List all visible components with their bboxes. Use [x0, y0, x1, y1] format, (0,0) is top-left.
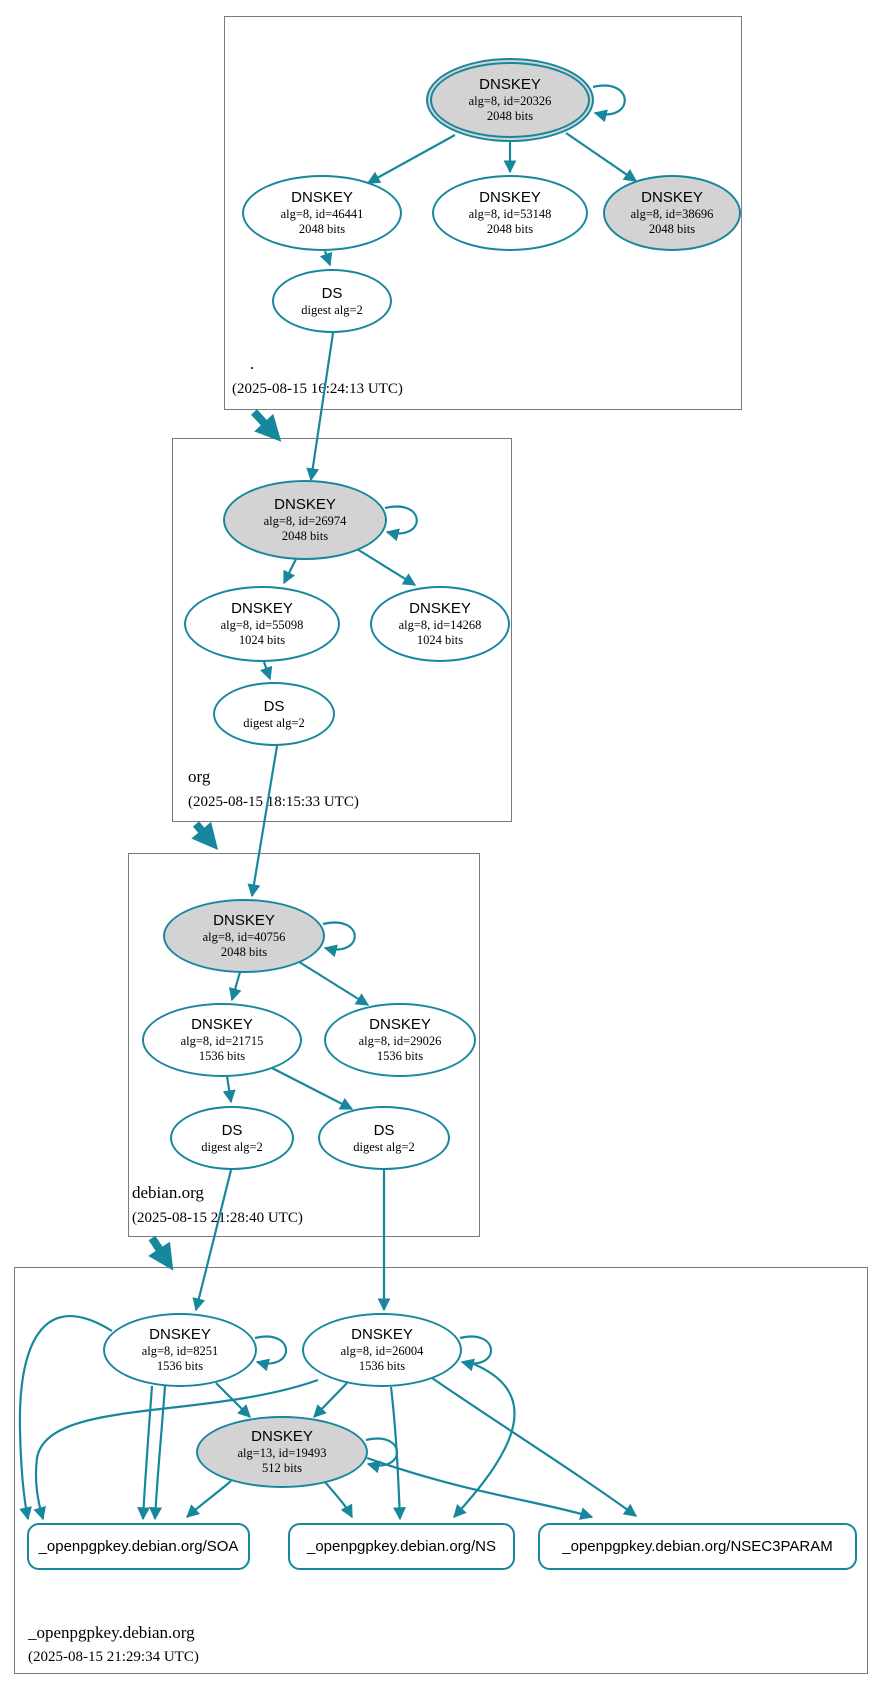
node-title: DS — [373, 1121, 395, 1139]
node-detail: alg=8, id=26974 — [263, 514, 347, 528]
node-title: DS — [321, 284, 343, 302]
zone-label-root: . — [250, 354, 255, 373]
zone-box-org — [172, 438, 512, 822]
node-title: DNSKEY — [291, 189, 353, 206]
dnskey-8251-node[interactable]: DNSKEY alg=8, id=8251 1536 bits — [103, 1313, 257, 1387]
node-detail: alg=8, id=38696 — [630, 207, 714, 221]
rrset-label: _openpgpkey.debian.org/NS — [306, 1537, 497, 1555]
node-detail: 1024 bits — [416, 633, 464, 647]
zone-timestamp-debian-org: (2025-08-15 21:28:40 UTC) — [132, 1210, 303, 1226]
node-detail: alg=8, id=26004 — [340, 1344, 424, 1358]
node-detail: alg=8, id=55098 — [220, 618, 304, 632]
zone-label-debian-org: debian.org — [132, 1183, 204, 1202]
node-detail: 1536 bits — [198, 1049, 246, 1063]
zone-label-openpgpkey: _openpgpkey.debian.org — [28, 1623, 195, 1642]
node-detail: digest alg=2 — [301, 302, 363, 317]
ds-root-node[interactable]: DS digest alg=2 — [272, 269, 392, 333]
node-title: DNSKEY — [351, 1326, 413, 1343]
rrset-soa-node[interactable]: _openpgpkey.debian.org/SOA — [27, 1523, 250, 1570]
node-title: DS — [221, 1121, 243, 1139]
node-title: DNSKEY — [274, 496, 336, 513]
dnskey-53148-node[interactable]: DNSKEY alg=8, id=53148 2048 bits — [432, 175, 588, 251]
node-title: DNSKEY — [149, 1326, 211, 1343]
node-title: DNSKEY — [191, 1016, 253, 1033]
node-detail: 2048 bits — [281, 529, 329, 543]
dnskey-38696-node[interactable]: DNSKEY alg=8, id=38696 2048 bits — [603, 175, 741, 251]
zone-label-org: org — [188, 767, 211, 786]
dnskey-21715-node[interactable]: DNSKEY alg=8, id=21715 1536 bits — [142, 1003, 302, 1077]
dnskey-46441-node[interactable]: DNSKEY alg=8, id=46441 2048 bits — [242, 175, 402, 251]
node-title: DS — [263, 697, 285, 715]
node-detail: alg=8, id=21715 — [180, 1034, 264, 1048]
rrset-nsec3param-node[interactable]: _openpgpkey.debian.org/NSEC3PARAM — [538, 1523, 857, 1570]
node-title: DNSKEY — [251, 1428, 313, 1445]
zone-timestamp-openpgpkey: (2025-08-15 21:29:34 UTC) — [28, 1649, 199, 1665]
zone-timestamp-org: (2025-08-15 18:15:33 UTC) — [188, 794, 359, 810]
dnskey-20326-node[interactable]: DNSKEY alg=8, id=20326 2048 bits — [426, 58, 594, 142]
node-detail: alg=8, id=14268 — [398, 618, 482, 632]
node-detail: alg=8, id=46441 — [280, 207, 364, 221]
node-detail: alg=8, id=20326 — [468, 94, 552, 108]
node-detail: 512 bits — [262, 1461, 302, 1475]
dnskey-26974-node[interactable]: DNSKEY alg=8, id=26974 2048 bits — [223, 480, 387, 560]
node-detail: alg=8, id=29026 — [358, 1034, 442, 1048]
node-title: DNSKEY — [479, 189, 541, 206]
node-detail: digest alg=2 — [353, 1139, 415, 1154]
zone-box-openpgpkey — [14, 1267, 868, 1674]
dnskey-26004-node[interactable]: DNSKEY alg=8, id=26004 1536 bits — [302, 1313, 462, 1387]
zone-box-root — [224, 16, 742, 410]
node-detail: alg=8, id=40756 — [202, 930, 286, 944]
node-detail: 1536 bits — [358, 1359, 406, 1373]
node-title: DNSKEY — [369, 1016, 431, 1033]
ds-org-node[interactable]: DS digest alg=2 — [213, 682, 335, 746]
node-detail: 2048 bits — [648, 222, 696, 236]
zone-box-debian-org — [128, 853, 480, 1237]
dnskey-40756-node[interactable]: DNSKEY alg=8, id=40756 2048 bits — [163, 899, 325, 973]
node-detail: digest alg=2 — [201, 1139, 263, 1154]
node-detail: alg=13, id=19493 — [237, 1446, 327, 1460]
node-title: DNSKEY — [479, 76, 541, 93]
node-detail: alg=8, id=8251 — [141, 1344, 219, 1358]
ds-debian-left-node[interactable]: DS digest alg=2 — [170, 1106, 294, 1170]
node-detail: 2048 bits — [220, 945, 268, 959]
node-detail: 1536 bits — [376, 1049, 424, 1063]
node-detail: 2048 bits — [486, 109, 534, 123]
rrset-label: _openpgpkey.debian.org/SOA — [38, 1537, 239, 1555]
zone-timestamp-root: (2025-08-15 16:24:13 UTC) — [232, 381, 403, 397]
node-detail: 2048 bits — [298, 222, 346, 236]
node-detail: 1024 bits — [238, 633, 286, 647]
rrset-ns-node[interactable]: _openpgpkey.debian.org/NS — [288, 1523, 515, 1570]
node-detail: 2048 bits — [486, 222, 534, 236]
node-detail: 1536 bits — [156, 1359, 204, 1373]
node-detail: digest alg=2 — [243, 715, 305, 730]
ds-debian-right-node[interactable]: DS digest alg=2 — [318, 1106, 450, 1170]
rrset-label: _openpgpkey.debian.org/NSEC3PARAM — [562, 1537, 833, 1555]
node-detail: alg=8, id=53148 — [468, 207, 552, 221]
dnskey-19493-node[interactable]: DNSKEY alg=13, id=19493 512 bits — [196, 1416, 368, 1488]
node-title: DNSKEY — [231, 600, 293, 617]
node-title: DNSKEY — [213, 912, 275, 929]
dnskey-29026-node[interactable]: DNSKEY alg=8, id=29026 1536 bits — [324, 1003, 476, 1077]
dnskey-14268-node[interactable]: DNSKEY alg=8, id=14268 1024 bits — [370, 586, 510, 662]
node-title: DNSKEY — [641, 189, 703, 206]
dnskey-55098-node[interactable]: DNSKEY alg=8, id=55098 1024 bits — [184, 586, 340, 662]
node-title: DNSKEY — [409, 600, 471, 617]
